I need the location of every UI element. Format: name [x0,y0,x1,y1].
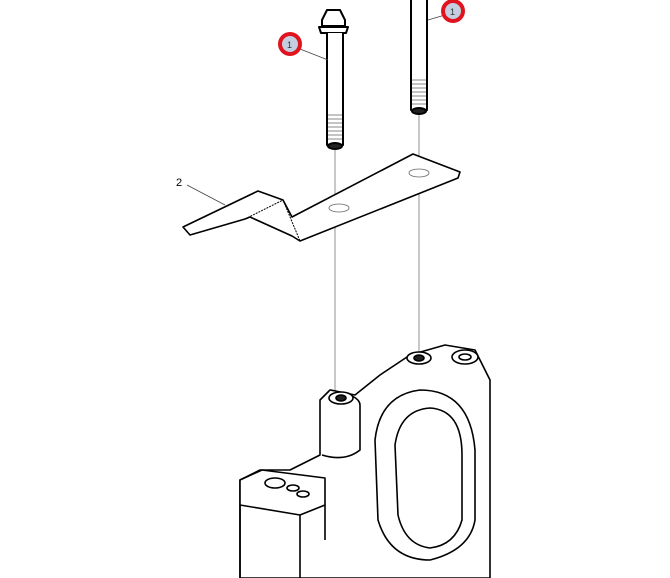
callout-label: 1 [450,7,455,17]
callout-label: 1 [287,40,292,50]
callout-1-right[interactable]: 1 [441,0,465,23]
assembly-guide-lines [334,115,420,392]
bracket [182,153,461,242]
callout-1-left[interactable]: 1 [278,32,302,56]
bearing-cap [239,344,491,578]
callout-2-label[interactable]: 2 [176,177,182,189]
bolt-right [410,0,428,115]
bolt-left [318,9,349,150]
